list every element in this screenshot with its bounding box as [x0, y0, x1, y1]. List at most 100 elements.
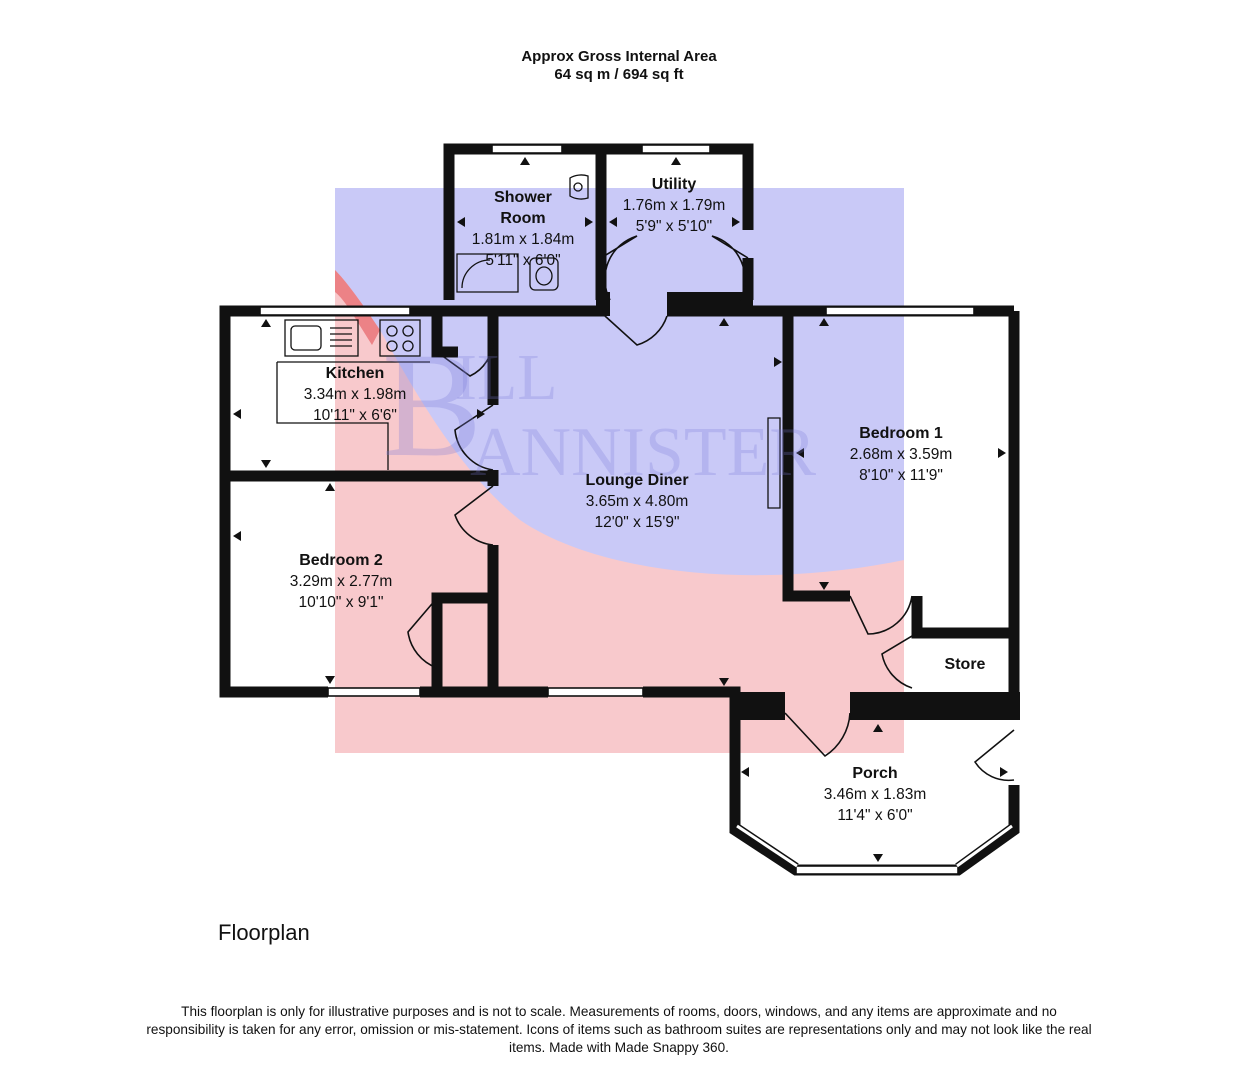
- room-name: Lounge Diner: [585, 472, 689, 489]
- room-metric: 1.81m x 1.84m: [471, 231, 575, 248]
- arrow-up-icon: [719, 318, 729, 326]
- watermark-letters-ill: ILL: [455, 341, 558, 414]
- room-name: Porch: [852, 765, 898, 782]
- room-label-bedroom2: Bedroom 2 3.29m x 2.77m 10'10" x 9'1": [266, 550, 416, 613]
- room-name: Bedroom 1: [859, 425, 943, 442]
- room-imperial: 11'4" x 6'0": [837, 807, 913, 824]
- door: [784, 712, 851, 758]
- arrow-right-icon: [477, 409, 485, 419]
- fireplace-icon: [767, 417, 781, 509]
- room-label-bedroom1: Bedroom 1 2.68m x 3.59m 8'10" x 11'9": [826, 423, 976, 486]
- hob-ring-icon: [386, 340, 398, 352]
- room-imperial: 5'11" x 6'0": [485, 252, 561, 269]
- door: [454, 485, 494, 546]
- arrow-right-icon: [998, 448, 1006, 458]
- arrow-up-icon: [819, 318, 829, 326]
- arrow-up-icon: [671, 157, 681, 165]
- worktop-icon: [276, 361, 430, 470]
- room-name: Bedroom 2: [299, 552, 383, 569]
- watermark-letters-annister: ANNISTER: [470, 414, 817, 491]
- room-label-store: Store: [925, 654, 1005, 675]
- arrow-left-icon: [741, 767, 749, 777]
- room-name: Room: [500, 210, 546, 227]
- door: [436, 339, 494, 377]
- door: [600, 235, 638, 301]
- arrow-left-icon: [457, 217, 465, 227]
- watermark-letter-b: B: [382, 322, 483, 488]
- room-imperial: 10'10" x 9'1": [298, 594, 384, 611]
- door: [973, 729, 1015, 782]
- toilet-icon: [529, 257, 559, 291]
- hob-ring-icon: [402, 340, 414, 352]
- arrow-down-icon: [261, 460, 271, 468]
- window: [491, 144, 563, 154]
- drainer-icon: [330, 327, 352, 347]
- toilet-bowl-icon: [535, 266, 553, 286]
- room-name: Kitchen: [325, 365, 385, 382]
- area-title: Approx Gross Internal Area: [521, 48, 717, 65]
- room-imperial: 8'10" x 11'9": [859, 467, 943, 484]
- arrow-down-icon: [873, 854, 883, 862]
- bedroom2-wall: [219, 470, 328, 698]
- window: [956, 824, 1013, 868]
- basin-tap-icon: [573, 182, 583, 192]
- arrow-down-icon: [819, 582, 829, 590]
- dimension-markers: [233, 157, 1008, 862]
- sink-icon: [284, 319, 359, 357]
- room-label-utility: Utility 1.76m x 1.79m 5'9" x 5'10": [608, 174, 740, 237]
- windows: [259, 144, 1014, 875]
- arrow-up-icon: [520, 157, 530, 165]
- doors: [407, 235, 1015, 782]
- store-wall: [911, 596, 1014, 639]
- arrow-up-icon: [873, 724, 883, 732]
- room-imperial: 5'9" x 5'10": [635, 218, 713, 235]
- arrow-left-icon: [609, 217, 617, 227]
- door: [604, 315, 668, 346]
- arrow-left-icon: [233, 531, 241, 541]
- hob-ring-icon: [386, 325, 398, 337]
- room-metric: 2.68m x 3.59m: [849, 446, 953, 463]
- window: [547, 687, 644, 697]
- bedroom1-left-wall: [782, 311, 850, 602]
- window: [825, 306, 975, 316]
- hob-icon: [379, 319, 421, 357]
- area-value: 64 sq m / 694 sq ft: [554, 66, 684, 83]
- room-label-shower: Shower Room 1.81m x 1.84m 5'11" x 6'0": [462, 187, 584, 271]
- room-label-porch: Porch 3.46m x 1.83m 11'4" x 6'0": [800, 763, 950, 826]
- kitchen-wall: [219, 305, 605, 470]
- shower-tray-icon: [456, 253, 519, 293]
- room-metric: 3.46m x 1.83m: [823, 786, 927, 803]
- room-name: Shower: [494, 189, 552, 206]
- room-name: Store: [944, 656, 986, 673]
- window: [259, 306, 411, 316]
- room-metric: 3.34m x 1.98m: [303, 386, 407, 403]
- floor-title: Floorplan: [218, 920, 310, 945]
- arrow-right-icon: [585, 217, 593, 227]
- window: [641, 144, 711, 154]
- window: [327, 687, 421, 697]
- basin-icon: [569, 174, 589, 200]
- room-imperial: 12'0" x 15'9": [594, 514, 680, 531]
- fixtures: [276, 174, 781, 509]
- room-metric: 3.65m x 4.80m: [585, 493, 689, 510]
- room-imperial: 10'11" x 6'6": [313, 407, 397, 424]
- arrow-left-icon: [233, 409, 241, 419]
- arrow-up-icon: [261, 319, 271, 327]
- arrow-up-icon: [325, 483, 335, 491]
- room-label-lounge: Lounge Diner 3.65m x 4.80m 12'0" x 15'9": [562, 470, 712, 533]
- arrow-down-icon: [719, 678, 729, 686]
- window: [795, 865, 959, 875]
- hob-ring-icon: [402, 325, 414, 337]
- door: [881, 632, 918, 689]
- arrow-left-icon: [796, 448, 804, 458]
- disclaimer: This floorplan is only for illustrative …: [146, 1004, 1092, 1055]
- room-metric: 3.29m x 2.77m: [289, 573, 393, 590]
- door: [407, 597, 438, 669]
- arrow-right-icon: [1000, 767, 1008, 777]
- door: [711, 235, 749, 301]
- door: [454, 404, 494, 471]
- arrow-down-icon: [325, 676, 335, 684]
- door: [849, 595, 913, 635]
- room-label-kitchen: Kitchen 3.34m x 1.98m 10'11" x 6'6": [280, 363, 430, 426]
